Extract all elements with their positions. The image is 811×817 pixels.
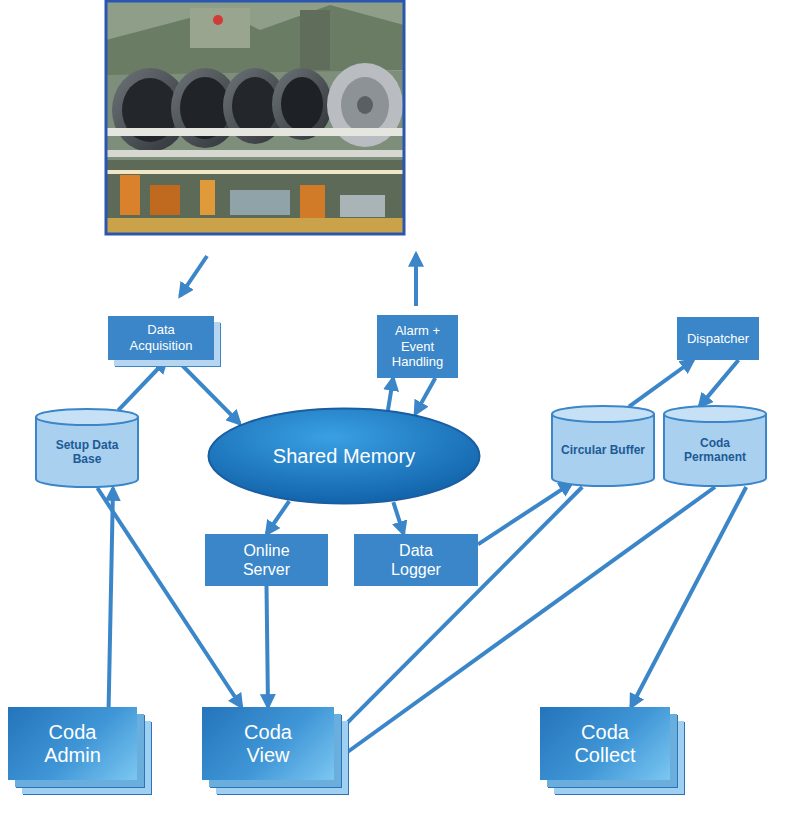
node-label: Alarm + Event Handling xyxy=(385,323,450,370)
flow-arrow xyxy=(118,360,166,410)
client-box: Coda Admin xyxy=(8,707,137,780)
flow-arrow xyxy=(393,502,403,534)
node-label: Online Server xyxy=(225,541,308,579)
node-label: Data Logger xyxy=(374,541,458,579)
flow-arrow xyxy=(631,487,746,707)
flow-arrow xyxy=(699,360,738,407)
process-box: Data Acquisition xyxy=(108,316,214,360)
flow-arrow xyxy=(267,586,269,707)
node-label: Coda View xyxy=(224,721,312,767)
database-cylinder: Setup Data Base xyxy=(35,408,139,488)
flow-arrow xyxy=(109,488,113,707)
node-label: Circular Buffer xyxy=(561,443,645,457)
memory-ellipse: Shared Memory xyxy=(207,407,481,505)
node-label: Dispatcher xyxy=(687,331,749,347)
node-label: Setup Data Base xyxy=(41,438,133,467)
node-label: Coda Admin xyxy=(30,721,115,767)
flow-arrow xyxy=(388,378,393,411)
node-label: Coda Permanent xyxy=(669,436,761,465)
node-label: Coda Collect xyxy=(562,721,648,767)
process-box: Dispatcher xyxy=(677,317,759,360)
node-label: Shared Memory xyxy=(273,444,415,468)
database-cylinder: Circular Buffer xyxy=(551,405,655,487)
flow-arrow xyxy=(629,360,693,407)
flow-arrow xyxy=(177,360,240,424)
process-box: Online Server xyxy=(205,534,328,586)
client-box: Coda View xyxy=(202,707,334,780)
node-label: Data Acquisition xyxy=(116,322,206,353)
database-cylinder: Coda Permanent xyxy=(663,405,767,487)
flow-arrow xyxy=(415,378,435,414)
process-box: Data Logger xyxy=(354,534,478,586)
flow-arrow xyxy=(97,488,241,707)
process-box: Alarm + Event Handling xyxy=(377,315,458,378)
client-box: Coda Collect xyxy=(540,707,670,780)
flow-arrow xyxy=(267,501,290,534)
